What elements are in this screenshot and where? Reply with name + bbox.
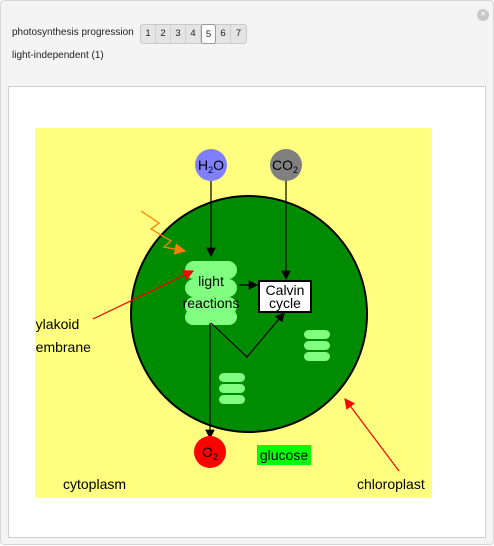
thylakoid-label-line2: membrane (24, 339, 91, 355)
step-button-6[interactable]: 6 (216, 25, 231, 43)
sunlight-lightning-icon (140, 210, 187, 255)
step-button-3[interactable]: 3 (171, 25, 186, 43)
step-button-7[interactable]: 7 (235, 28, 242, 39)
stage-label: light-independent (1) (12, 50, 104, 61)
step-button-4[interactable]: 4 (186, 25, 201, 43)
step-button-1[interactable]: 1 (141, 25, 156, 43)
thylakoid-label-line1: thylakoid (24, 316, 79, 332)
step-button-5[interactable]: 5 (201, 24, 216, 44)
step-button-2[interactable]: 2 (156, 25, 171, 43)
return-arrow (210, 312, 285, 358)
co2-molecule-icon (270, 149, 302, 181)
glucose-label: glucose (260, 447, 308, 463)
chloroplast-label: chloroplast (357, 476, 425, 492)
water-molecule-icon (195, 149, 227, 181)
thylakoid-stack-main (185, 261, 237, 325)
thylakoid-stack-small-2 (304, 330, 330, 361)
thylakoid-pointer-arrow (92, 270, 195, 320)
co2-label: CO2 (272, 157, 298, 175)
step-selector[interactable]: 1 2 3 4 5 6 7 (140, 24, 247, 44)
chloroplast-pointer-arrow (344, 398, 400, 472)
calvin-label-line2: cycle (269, 295, 301, 311)
oxygen-molecule-icon (194, 436, 226, 468)
water-label: H2O (198, 157, 224, 175)
chloroplast-body (130, 195, 368, 433)
light-reactions-label-line1: light (198, 273, 224, 289)
glucose-box (257, 445, 311, 465)
oxygen-label: O2 (202, 444, 218, 462)
progression-label: photosynthesis progression (12, 27, 134, 38)
calvin-label-line1: Calvin (266, 282, 305, 298)
calvin-cycle-box (258, 280, 312, 313)
cytoplasm-label: cytoplasm (63, 476, 126, 492)
close-icon[interactable]: × (477, 9, 489, 21)
light-reactions-label-line2: reactions (183, 295, 240, 311)
thylakoid-stack-small-1 (219, 373, 245, 404)
